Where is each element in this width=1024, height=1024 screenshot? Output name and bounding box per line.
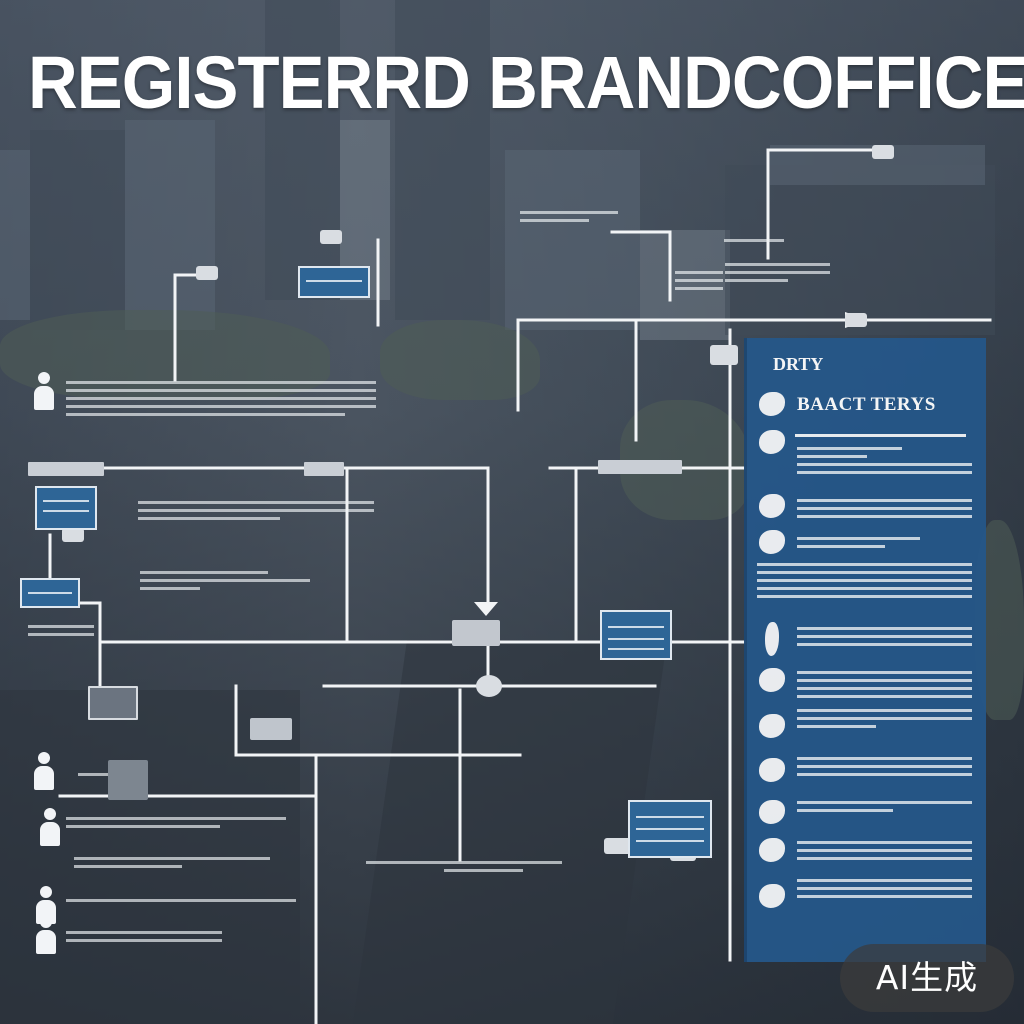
flow-node (298, 266, 370, 298)
text-block (366, 856, 562, 877)
info-panel: DRTY BAACT TERYS (744, 338, 986, 962)
connector-node (845, 313, 867, 327)
line-box-outline-left (234, 684, 522, 757)
bird-icon (759, 800, 785, 824)
panel-divider (795, 434, 966, 437)
bird-icon (759, 714, 785, 738)
text-block (724, 234, 784, 247)
text-block (74, 852, 270, 873)
panel-subheading: BAACT TERYS (797, 394, 936, 415)
flow-node (20, 578, 80, 608)
panel-text (797, 704, 972, 733)
person-icon (38, 808, 62, 848)
bird-icon (759, 668, 785, 692)
connector-node (320, 230, 342, 244)
small-card (108, 760, 148, 800)
flow-node (600, 610, 672, 660)
text-block (66, 376, 376, 421)
bird-icon (759, 430, 785, 454)
cloud-icon (759, 392, 785, 416)
bird-icon (759, 494, 785, 518)
panel-text (797, 836, 972, 865)
connector-node (476, 675, 502, 697)
panel-text (797, 532, 972, 553)
line-upper-left-bracket (173, 273, 217, 382)
connector-node (604, 838, 634, 854)
person-icon (32, 752, 56, 792)
bird-icon (759, 758, 785, 782)
text-block (28, 620, 94, 641)
panel-text (797, 442, 972, 479)
arrow-down-icon (474, 602, 498, 616)
text-block (78, 768, 108, 781)
page-title: REGISTERRD BRANDCOFFICE (28, 41, 1024, 124)
flow-node (35, 486, 97, 530)
panel-text (797, 752, 972, 781)
line-upper-right (610, 230, 672, 302)
panel-text (797, 622, 972, 651)
connector-node (710, 345, 738, 365)
text-block (66, 926, 222, 947)
text-block (138, 496, 374, 525)
text-block (725, 258, 830, 287)
panel-text (757, 558, 972, 603)
small-card (88, 686, 138, 720)
connector-node (872, 145, 894, 159)
person-icon (32, 372, 56, 412)
text-block (675, 266, 723, 295)
line-left-branch (33, 601, 102, 692)
panel-text (797, 874, 972, 903)
ai-generated-badge: AI生成 (840, 944, 1014, 1012)
person-icon (34, 916, 58, 956)
flow-node (628, 800, 712, 858)
panel-text (797, 494, 972, 523)
text-block (66, 812, 286, 833)
bird-icon (759, 530, 785, 554)
line-top-right-bracket (766, 148, 887, 260)
text-block (140, 566, 310, 595)
bird-icon (759, 884, 785, 908)
panel-heading: DRTY (773, 354, 824, 374)
small-card (452, 620, 500, 646)
panel-text (797, 796, 972, 817)
small-card (28, 462, 104, 476)
connector-node (196, 266, 218, 280)
small-card (250, 718, 292, 740)
text-block (520, 206, 618, 227)
text-block (66, 894, 296, 907)
small-card (304, 462, 344, 476)
panel-text (797, 666, 972, 703)
pen-icon (765, 622, 779, 656)
connector-node (62, 528, 84, 542)
bird-icon (759, 838, 785, 862)
small-card (598, 460, 682, 474)
